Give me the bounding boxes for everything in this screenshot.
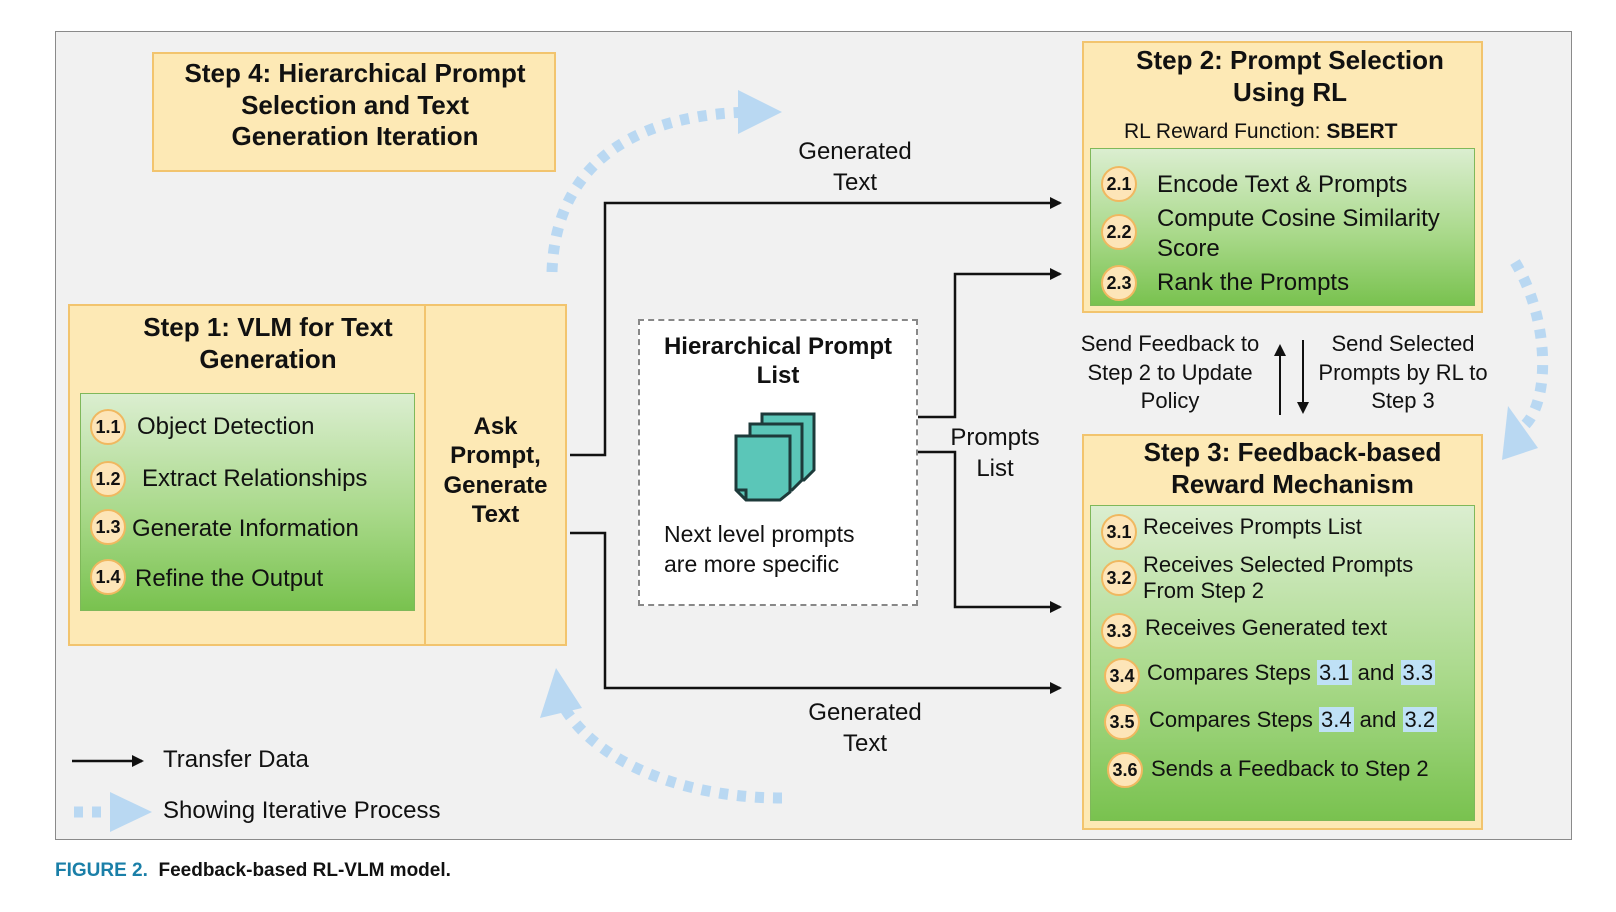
step3-item-4: Compares Steps 3.1 and 3.3 bbox=[1147, 660, 1436, 686]
step1-badge-3: 1.3 bbox=[90, 509, 126, 545]
step2-list bbox=[1090, 148, 1475, 306]
step2-item-1: Encode Text & Prompts bbox=[1157, 171, 1408, 198]
step1-badge-1: 1.1 bbox=[90, 409, 126, 445]
step2-badge-2: 2.2 bbox=[1101, 214, 1137, 250]
step2-item-2: Compute Cosine Similarity Score bbox=[1157, 205, 1440, 262]
step3-badge-5: 3.5 bbox=[1104, 704, 1140, 740]
figure-caption-text: Feedback-based RL-VLM model. bbox=[158, 860, 451, 881]
ask-prompt-box bbox=[424, 304, 567, 646]
prompt-list-title: Hierarchical Prompt List bbox=[663, 333, 893, 390]
arrow-generated-text-bottom bbox=[570, 531, 1062, 694]
step1-item-3: Generate Information bbox=[132, 515, 359, 542]
reward-function-label: RL Reward Function: bbox=[1124, 120, 1327, 143]
iterative-arc-bottom bbox=[555, 697, 783, 804]
step2-item-3: Rank the Prompts bbox=[1157, 269, 1350, 296]
iterative-arrowhead-top bbox=[738, 90, 782, 134]
label-prompts-list: Prompts List bbox=[950, 424, 1040, 483]
step3-item-4-prefix: Compares Steps bbox=[1147, 660, 1317, 685]
step1-item-1: Object Detection bbox=[137, 413, 315, 440]
step3-badge-2: 3.2 bbox=[1101, 560, 1137, 596]
label-feedback-up: Send Feedback to Step 2 to Update Policy bbox=[1080, 331, 1260, 414]
step1-item-2: Extract Relationships bbox=[142, 465, 368, 492]
step3-item-2: Receives Selected Prompts From Step 2 bbox=[1143, 552, 1414, 604]
label-selected-down: Send Selected Prompts by RL to Step 3 bbox=[1318, 331, 1488, 414]
step3-badge-3: 3.3 bbox=[1101, 613, 1137, 649]
label-generated-text-bottom: Generated Text bbox=[808, 699, 922, 758]
step3-badge-4: 3.4 bbox=[1104, 658, 1140, 694]
step3-item-1: Receives Prompts List bbox=[1143, 514, 1362, 539]
step1-badge-4: 1.4 bbox=[90, 559, 126, 595]
step3-item-6: Sends a Feedback to Step 2 bbox=[1151, 756, 1429, 781]
step3-item-5-mid: and bbox=[1353, 707, 1403, 732]
arrow-generated-text-top bbox=[570, 197, 1062, 457]
prompt-list-note: Next level prompts are more specific bbox=[664, 521, 855, 577]
step2-badge-3: 2.3 bbox=[1101, 265, 1137, 301]
step3-badge-1: 3.1 bbox=[1101, 514, 1137, 550]
step3-item-4-mid: and bbox=[1351, 660, 1401, 685]
step3-item-3: Receives Generated text bbox=[1145, 615, 1388, 640]
step1-list bbox=[80, 393, 415, 611]
iterative-arrowhead-bottom bbox=[540, 668, 582, 718]
step3-item-5: Compares Steps 3.4 and 3.2 bbox=[1149, 707, 1438, 733]
figure-caption: FIGURE 2. Feedback-based RL-VLM model. bbox=[55, 860, 451, 882]
step3-item-5-prefix: Compares Steps bbox=[1149, 707, 1319, 732]
step3-badge-6: 3.6 bbox=[1107, 752, 1143, 788]
arrow-prompts-to-step3 bbox=[918, 450, 1062, 613]
legend-iterative-head bbox=[110, 792, 152, 832]
step2-reward: RL Reward Function: SBERT bbox=[1124, 120, 1398, 144]
ask-prompt-label: Ask Prompt, Generate Text bbox=[443, 413, 548, 528]
label-generated-text-top: Generated Text bbox=[798, 138, 912, 197]
legend-transfer-label: Transfer Data bbox=[163, 746, 309, 773]
step3-item-4-ref-b: 3.3 bbox=[1400, 660, 1436, 685]
step1-title: Step 1: VLM for Text Generation bbox=[143, 312, 393, 374]
step2-badge-1: 2.1 bbox=[1101, 166, 1137, 202]
step4-title: Step 4: Hierarchical Prompt Selection an… bbox=[184, 58, 526, 152]
step4-box bbox=[152, 52, 556, 172]
stack-icon bbox=[734, 412, 816, 502]
iterative-arc-top bbox=[546, 106, 751, 273]
step3-item-5-ref-a: 3.4 bbox=[1318, 707, 1354, 732]
step2-title: Step 2: Prompt Selection Using RL bbox=[1136, 45, 1444, 107]
arrow-prompts-to-step2 bbox=[918, 268, 1062, 419]
step3-title: Step 3: Feedback-based Reward Mechanism bbox=[1143, 437, 1442, 499]
reward-function-value: SBERT bbox=[1326, 120, 1398, 143]
figure-caption-label: FIGURE 2. bbox=[55, 860, 148, 881]
iterative-arrowhead-right bbox=[1502, 406, 1538, 460]
step1-item-4: Refine the Output bbox=[135, 565, 324, 592]
iterative-arc-right bbox=[1510, 259, 1549, 429]
step1-badge-2: 1.2 bbox=[90, 461, 126, 497]
step3-item-4-ref-a: 3.1 bbox=[1316, 660, 1352, 685]
step3-item-5-ref-b: 3.2 bbox=[1402, 707, 1438, 732]
legend-iterative-label: Showing Iterative Process bbox=[163, 797, 441, 824]
